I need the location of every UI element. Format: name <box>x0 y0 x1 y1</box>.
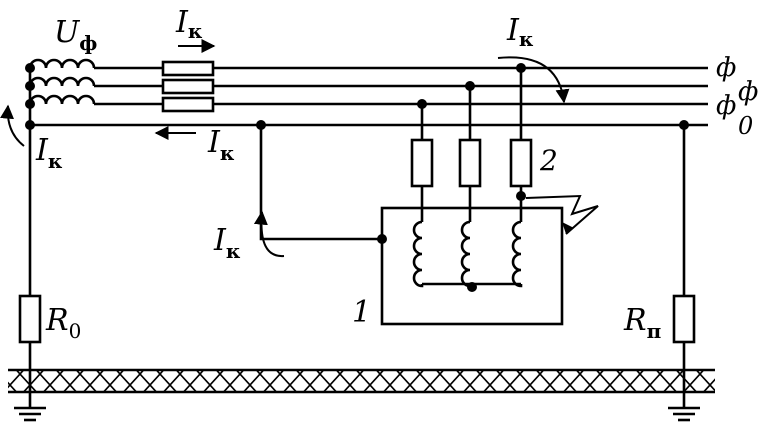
label-resistor-r0: R0 <box>45 303 81 343</box>
label-phase-1: ф <box>716 53 736 83</box>
resistor-r0 <box>18 294 42 344</box>
label-current-left: Iк <box>35 133 63 173</box>
node-source-3 <box>25 99 35 109</box>
equipment-housing <box>380 206 564 326</box>
arrow-current-loop <box>253 210 285 258</box>
node-housing <box>377 234 387 244</box>
node-winding-star <box>467 282 477 292</box>
line-fuse-1 <box>161 60 215 77</box>
resistor-rp <box>672 294 696 344</box>
node-fault <box>516 191 526 201</box>
label-phase-3: ф <box>716 91 736 121</box>
label-equipment-number: 1 <box>352 295 371 330</box>
phase-lines <box>30 66 708 127</box>
equipment-fuse-3 <box>509 138 533 188</box>
equipment-fuse-2 <box>458 138 482 188</box>
line-fuse-3 <box>161 96 215 113</box>
line-fuse-2 <box>161 78 215 95</box>
ground-symbol-right <box>668 406 700 422</box>
label-current-return: Iк <box>207 125 235 165</box>
label-neutral: 0 <box>738 112 753 140</box>
label-fuse-number: 2 <box>539 144 558 177</box>
label-current-loop: Iк <box>213 223 241 263</box>
arrow-current-left <box>0 104 25 147</box>
label-phase-2: ф <box>738 77 758 107</box>
ground-symbol-left <box>14 406 46 422</box>
equipment-fuse-1 <box>410 138 434 188</box>
arrow-current-fault <box>497 56 570 104</box>
node-source-2 <box>25 81 35 91</box>
ground-soil <box>8 368 715 394</box>
equipment-windings <box>412 220 523 288</box>
protective-conductor <box>259 125 382 241</box>
label-current-fault: Iк <box>506 13 534 51</box>
source-windings <box>28 58 96 296</box>
node-source-1 <box>25 63 35 73</box>
label-resistor-rp: Rп <box>623 303 661 343</box>
label-source-voltage: Uф <box>54 15 97 55</box>
fault-spark <box>525 194 599 235</box>
label-current-top: Iк <box>175 5 203 43</box>
